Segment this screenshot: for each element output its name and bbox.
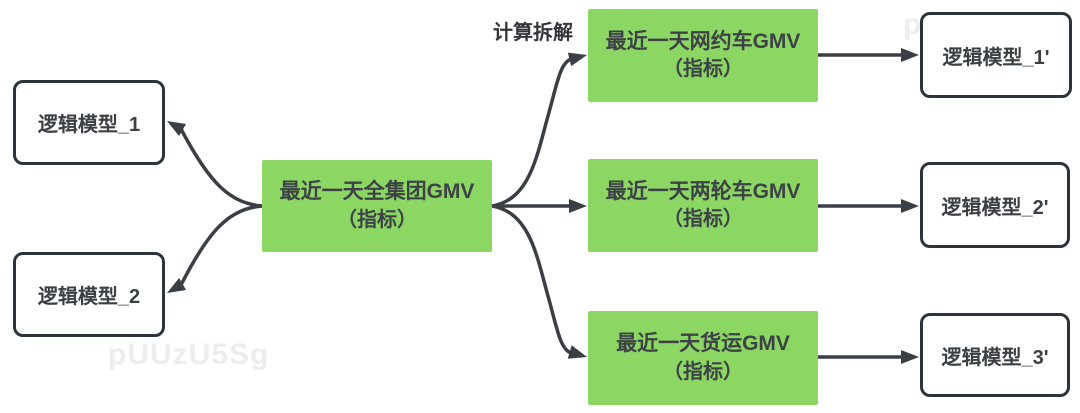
node-label: 逻辑模型_3' — [941, 346, 1049, 369]
node-left-model-2: 逻辑模型_2 — [13, 252, 165, 337]
node-center-metric: 最近一天全集团GMV （指标） — [262, 160, 492, 252]
arrowhead — [569, 199, 587, 213]
edge-hub-to-left-model-2 — [179, 204, 264, 287]
node-right-model-1: 逻辑模型_1' — [920, 12, 1072, 98]
node-metric-ride-hailing: 最近一天网约车GMV （指标） — [588, 9, 818, 102]
edge-hub-to-metric-ride-hailing — [490, 57, 573, 208]
arrowhead — [167, 121, 187, 137]
node-metric-freight: 最近一天货运GMV （指标） — [588, 311, 818, 405]
arrowhead — [901, 199, 919, 213]
node-label-line1: 最近一天网约车GMV — [605, 29, 801, 53]
node-label-line2: （指标） — [337, 208, 417, 231]
node-label-line2: （指标） — [663, 360, 743, 383]
node-label: 逻辑模型_1' — [942, 46, 1050, 69]
arrowhead — [567, 345, 587, 359]
node-label-line1: 最近一天货运GMV — [616, 332, 790, 356]
edge-hub-to-left-model-1 — [179, 127, 264, 208]
arrowhead — [901, 350, 919, 364]
node-right-model-3: 逻辑模型_3' — [920, 313, 1070, 397]
node-label-line2: （指标） — [663, 208, 743, 231]
node-label: 逻辑模型_1 — [37, 114, 141, 136]
node-right-model-2: 逻辑模型_2' — [920, 162, 1070, 248]
node-label-line1: 最近一天全集团GMV — [279, 180, 475, 204]
node-label-line1: 最近一天两轮车GMV — [605, 179, 801, 203]
node-left-model-1: 逻辑模型_1 — [13, 80, 165, 165]
edge-hub-to-metric-freight — [490, 204, 573, 355]
arrowhead — [167, 277, 187, 293]
watermark-text: pUUzU5Sg — [108, 338, 270, 371]
edge-label-decompose: 计算拆解 — [493, 22, 573, 44]
arrowhead — [901, 48, 919, 62]
node-metric-two-wheeler: 最近一天两轮车GMV （指标） — [588, 159, 818, 252]
arrowhead — [567, 52, 587, 67]
node-label-line2: （指标） — [663, 58, 743, 81]
node-label: 逻辑模型_2 — [37, 286, 141, 308]
node-label: 逻辑模型_2' — [941, 196, 1049, 219]
